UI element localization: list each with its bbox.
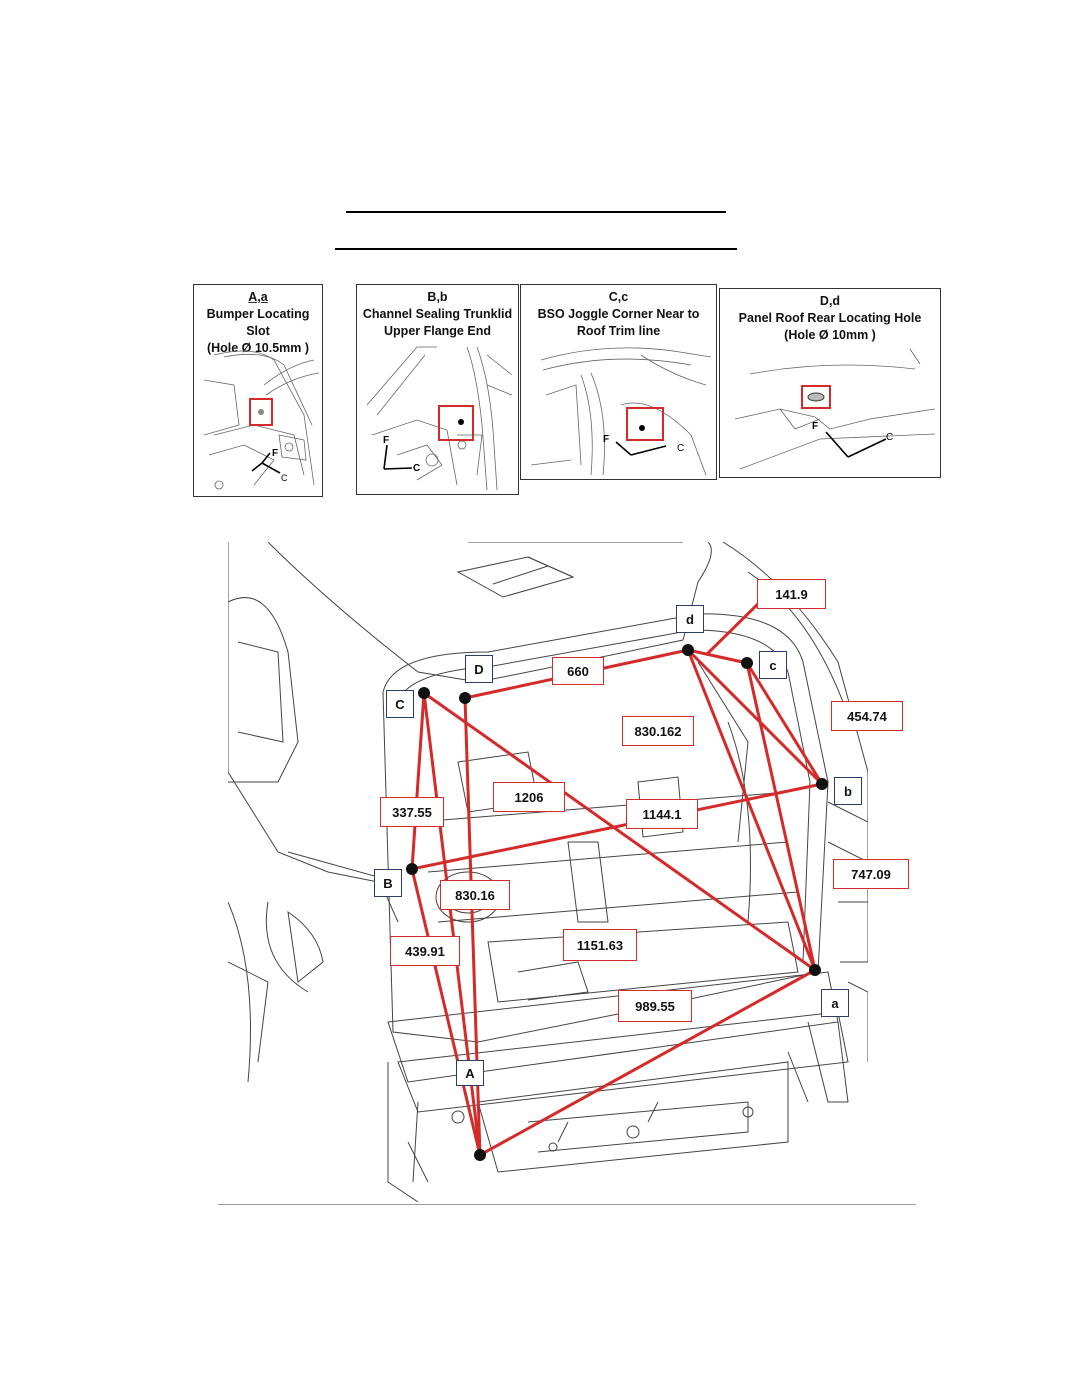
panel-d-c-label: C xyxy=(886,432,893,443)
dimension-label-1151-63: 1151.63 xyxy=(563,929,637,961)
panel-b-f-label: F xyxy=(383,435,389,446)
panel-c-c-label: C xyxy=(677,443,684,454)
dimension-label-337-55: 337.55 xyxy=(380,797,444,827)
panel-a-f-label: F xyxy=(272,448,278,459)
panel-a-callout xyxy=(249,398,273,426)
panel-a-illustration: F C xyxy=(203,350,320,490)
panel-a-code: A,a xyxy=(248,290,268,304)
panel-b-callout xyxy=(438,405,474,441)
dimension-label-830-162: 830.162 xyxy=(622,716,694,746)
dimension-label-660: 660 xyxy=(552,657,604,685)
vehicle-rear-diagram xyxy=(228,542,868,1202)
point-label-A: A xyxy=(456,1060,484,1086)
panel-c-line2: Roof Trim line xyxy=(576,324,661,338)
panel-d-line1: Panel Roof Rear Locating Hole xyxy=(738,311,922,325)
point-label-b: b xyxy=(834,777,862,805)
measurement-points xyxy=(406,644,828,1161)
panel-b-line1: Channel Sealing Trunklid xyxy=(362,307,513,321)
panel-b-illustration: F C xyxy=(366,346,513,491)
dimension-label-141-9: 141.9 xyxy=(757,579,826,609)
panel-c-code: C,c xyxy=(608,290,629,304)
panel-bumper-locating-slot: A,a Bumper Locating Slot (Hole Ø 10.5mm … xyxy=(193,284,323,497)
panel-c-f-label: F xyxy=(603,434,609,445)
dimension-label-1144-1: 1144.1 xyxy=(626,799,698,829)
panel-c-callout xyxy=(626,407,664,441)
panel-c-line1: BSO Joggle Corner Near to xyxy=(537,307,700,321)
panel-d-code: D,d xyxy=(819,294,841,308)
dimension-label-989-55: 989.55 xyxy=(618,990,692,1022)
dimension-label-747-09: 747.09 xyxy=(833,859,909,889)
point-label-B: B xyxy=(374,869,402,897)
title-underline-1 xyxy=(346,211,726,213)
point-label-a: a xyxy=(821,989,849,1017)
panel-b-title: B,b Channel Sealing Trunklid Upper Flang… xyxy=(357,289,518,340)
panel-bso-joggle-corner: C,c BSO Joggle Corner Near to Roof Trim … xyxy=(520,284,717,480)
panel-a-line1: Bumper Locating Slot xyxy=(206,307,310,338)
panel-b-line2: Upper Flange End xyxy=(384,324,491,338)
panel-c-illustration: F C xyxy=(530,347,712,476)
dimension-label-454-74: 454.74 xyxy=(831,701,903,731)
panel-b-code: B,b xyxy=(427,290,448,304)
panel-d-f-label: F xyxy=(812,421,818,432)
panel-d-title: D,d Panel Roof Rear Locating Hole (Hole … xyxy=(720,293,940,344)
panel-c-title: C,c BSO Joggle Corner Near to Roof Trim … xyxy=(521,289,716,340)
panel-d-callout xyxy=(801,385,831,409)
panel-b-c-label: C xyxy=(413,463,420,474)
point-label-D: D xyxy=(465,655,493,683)
point-label-c: c xyxy=(759,651,787,679)
dimension-lines xyxy=(410,597,824,1157)
dimension-label-439-91: 439.91 xyxy=(390,936,460,966)
dimension-label-1206: 1206 xyxy=(493,782,565,812)
panel-roof-rear-locating-hole: D,d Panel Roof Rear Locating Hole (Hole … xyxy=(719,288,941,478)
vehicle-linework xyxy=(228,542,868,1202)
panel-channel-sealing-trunklid: B,b Channel Sealing Trunklid Upper Flang… xyxy=(356,284,519,495)
dimension-label-830-16: 830.16 xyxy=(440,880,510,910)
bottom-divider xyxy=(218,1204,916,1205)
title-underline-2 xyxy=(335,248,737,250)
panel-d-illustration: F C xyxy=(734,348,936,470)
point-label-C: C xyxy=(386,690,414,718)
panel-d-line2: (Hole Ø 10mm ) xyxy=(784,328,876,342)
panel-a-c-label: C xyxy=(281,473,288,483)
point-label-d: d xyxy=(676,605,704,633)
